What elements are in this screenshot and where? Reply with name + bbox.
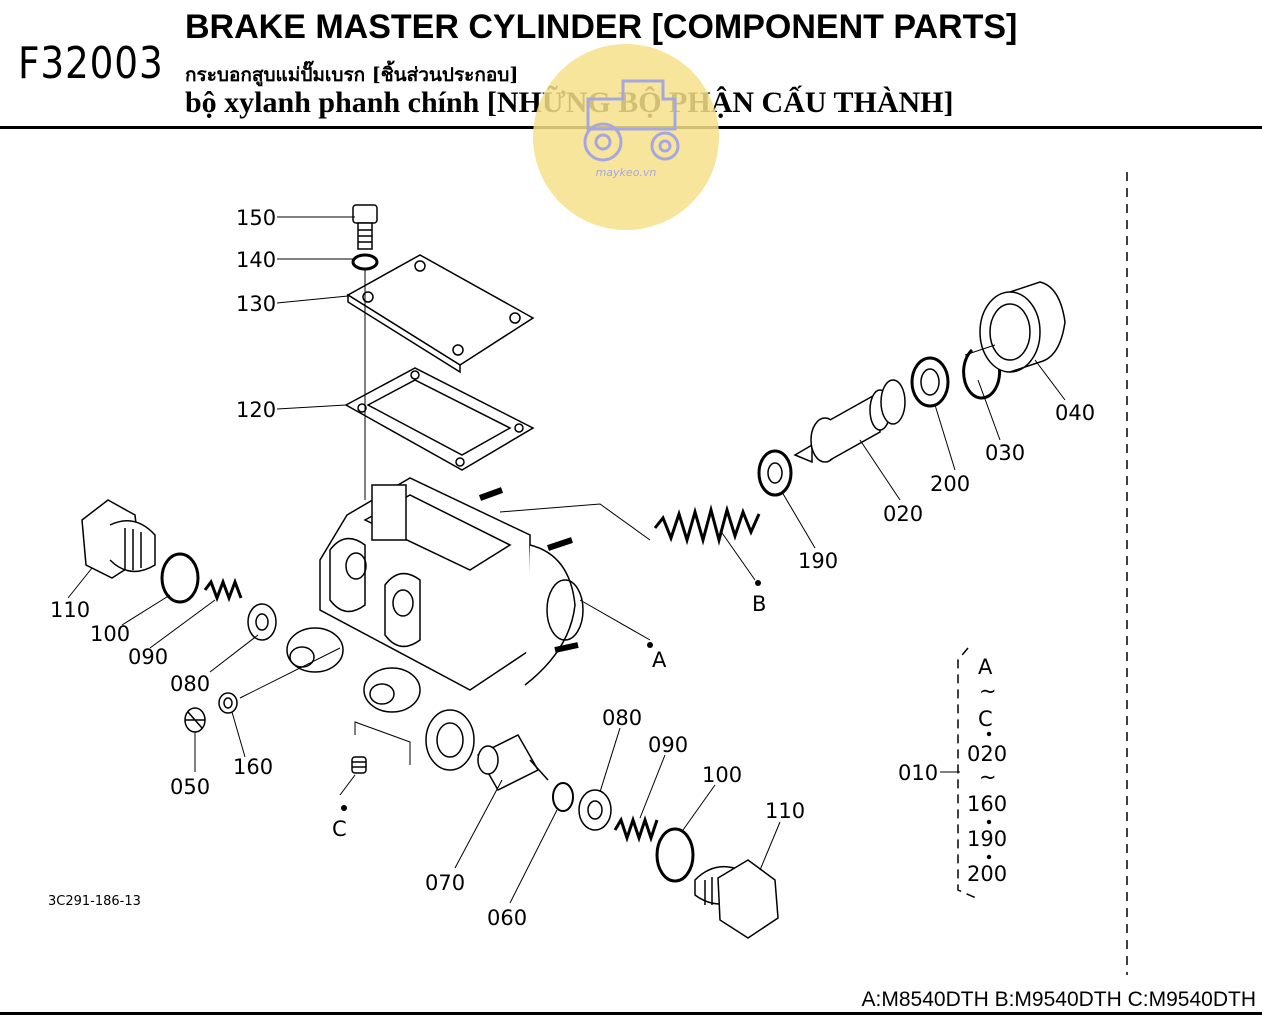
part-100-oring-right xyxy=(655,827,695,883)
part-200-seal xyxy=(910,356,950,408)
callout-080-left: 080 xyxy=(170,672,210,696)
ref-b-label: B xyxy=(752,592,766,616)
callout-040: 040 xyxy=(1055,401,1095,425)
part-090-spring-right xyxy=(613,815,659,843)
callout-080-right: 080 xyxy=(602,706,642,730)
callout-090-right: 090 xyxy=(648,733,688,757)
model-applicability: A:M8540DTH B:M9540DTH C:M9540DTH xyxy=(861,988,1256,1011)
part-140-washer xyxy=(351,253,379,271)
footer-rule xyxy=(0,1012,1262,1015)
part-160-cap xyxy=(218,692,238,714)
part-050-bleeder xyxy=(184,707,206,733)
part-120-gasket xyxy=(344,367,535,471)
part-070-piston xyxy=(476,734,549,791)
callout-190: 190 xyxy=(798,549,838,573)
assembly-item-tilde-2: ~ xyxy=(979,765,997,789)
part-150-bolt xyxy=(352,204,378,250)
part-080-washer-left xyxy=(247,603,277,641)
part-100-oring-left xyxy=(160,552,200,604)
part-190-seal xyxy=(757,449,793,497)
part-110-plug-right xyxy=(694,859,779,939)
part-040-boot xyxy=(979,281,1066,373)
ref-c-label: C xyxy=(332,817,347,841)
part-130-cover xyxy=(346,254,535,374)
callout-020: 020 xyxy=(883,502,923,526)
callout-200: 200 xyxy=(930,472,970,496)
callout-090-left: 090 xyxy=(128,645,168,669)
assembly-item-160: 160 xyxy=(967,792,1007,816)
part-c-plug xyxy=(351,756,367,774)
assembly-item-190: 190 xyxy=(967,827,1007,851)
ref-a-label: A xyxy=(652,648,667,672)
part-110-plug-left xyxy=(81,499,156,579)
callout-130: 130 xyxy=(236,292,276,316)
master-cylinder-body xyxy=(286,477,584,771)
part-spring-b xyxy=(653,504,761,546)
assembly-item-a: A xyxy=(978,655,993,679)
callout-060: 060 xyxy=(487,906,527,930)
title-english: BRAKE MASTER CYLINDER [COMPONENT PARTS] xyxy=(185,8,1018,46)
callout-110-right: 110 xyxy=(765,799,805,823)
callout-110-left: 110 xyxy=(50,598,90,622)
part-090-spring-left xyxy=(203,577,243,603)
part-020-piston xyxy=(793,379,906,464)
callout-140: 140 xyxy=(236,248,276,272)
callout-150: 150 xyxy=(236,206,276,230)
document-reference: 3C291-186-13 xyxy=(48,894,141,909)
callout-120: 120 xyxy=(236,398,276,422)
watermark-logo: maykeo.vn xyxy=(533,44,719,230)
assembly-bracket xyxy=(957,647,977,899)
assembly-item-c: C xyxy=(978,707,993,731)
callout-100-left: 100 xyxy=(90,622,130,646)
title-thai: กระบอกสูบแม่ปั๊มเบรก [ชิ้นส่วนประกอบ] xyxy=(185,64,519,86)
callout-030: 030 xyxy=(985,441,1025,465)
callout-160: 160 xyxy=(233,755,273,779)
assembly-item-tilde-1: ~ xyxy=(979,679,997,703)
assembly-label-010: 010 xyxy=(898,761,938,785)
assembly-item-200: 200 xyxy=(967,862,1007,886)
page-code: F32003 xyxy=(18,38,164,89)
part-080-washer-right xyxy=(578,789,612,831)
callout-050: 050 xyxy=(170,775,210,799)
part-060-oring xyxy=(552,782,574,812)
watermark-text: maykeo.vn xyxy=(596,166,657,179)
callout-100-right: 100 xyxy=(702,763,742,787)
callout-070: 070 xyxy=(425,871,465,895)
assembly-item-020: 020 xyxy=(967,742,1007,766)
